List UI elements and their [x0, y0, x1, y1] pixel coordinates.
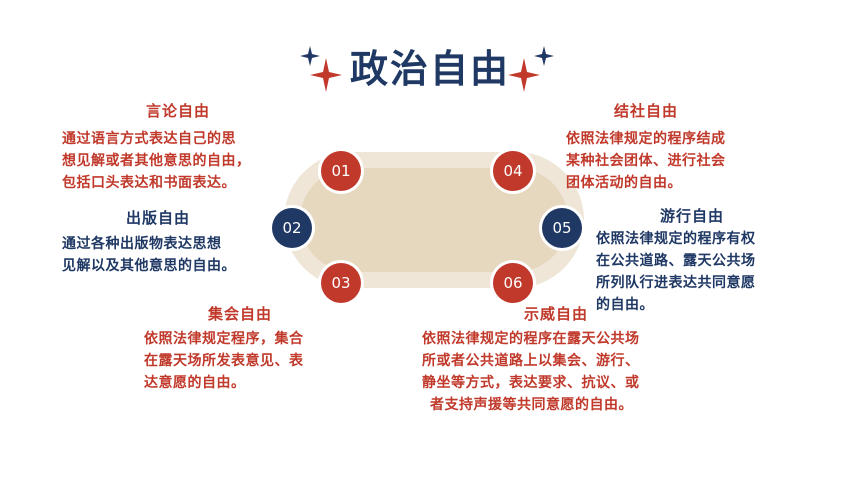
desc-association: 依照法律规定的程序结成 某种社会团体、进行社会 团体活动的自由。	[566, 128, 776, 194]
desc-line: 见解以及其他意思的自由。	[62, 258, 236, 274]
desc-line: 所列队行进表达共同意愿	[596, 275, 756, 291]
desc-line: 依照法律规定的程序在露天公共场	[422, 331, 640, 347]
node-01: 01	[321, 151, 361, 191]
page-title: 政治自由	[349, 47, 510, 91]
desc-line: 所或者公共道路上以集会、游行、	[422, 353, 640, 369]
desc-line: 者支持声援等共同意愿的自由。	[430, 397, 633, 413]
desc-line: 在公共道路、露天公共场	[596, 253, 756, 269]
desc-line: 通过各种出版物表达思想	[62, 236, 222, 252]
label-procession: 游行自由	[660, 207, 725, 225]
desc-line: 包括口头表达和书面表达。	[62, 175, 236, 191]
desc-line: 的自由。	[596, 297, 654, 313]
node-04: 04	[493, 151, 533, 191]
desc-line: 某种社会团体、进行社会	[566, 153, 726, 169]
node-05: 05	[542, 208, 582, 248]
desc-line: 想见解或者其他意思的自由，	[62, 153, 251, 169]
desc-line: 团体活动的自由。	[566, 175, 682, 191]
desc-procession: 依照法律规定的程序有权 在公共道路、露天公共场 所列队行进表达共同意愿 的自由。	[596, 228, 806, 316]
desc-demonstration: 依照法律规定的程序在露天公共场 所或者公共道路上以集会、游行、 静坐等方式，表达…	[422, 328, 712, 416]
label-assembly: 集会自由	[208, 305, 273, 323]
sparkle-icon-left	[300, 46, 342, 92]
sparkle-icon-right	[508, 46, 554, 92]
desc-line: 在露天场所发表意见、表	[144, 353, 304, 369]
label-demonstration: 示威自由	[524, 305, 589, 323]
label-association: 结社自由	[614, 102, 679, 120]
desc-line: 依照法律规定程序，集合	[144, 331, 304, 347]
desc-line: 静坐等方式，表达要求、抗议、或	[422, 375, 640, 391]
node-06: 06	[493, 263, 533, 303]
desc-line: 达意愿的自由。	[144, 375, 246, 391]
desc-speech: 通过语言方式表达自己的思 想见解或者其他意思的自由， 包括口头表达和书面表达。	[62, 128, 292, 194]
desc-line: 依照法律规定的程序有权	[596, 231, 756, 247]
node-02: 02	[272, 208, 312, 248]
node-03: 03	[321, 263, 361, 303]
desc-line: 通过语言方式表达自己的思	[62, 131, 236, 147]
label-press: 出版自由	[126, 209, 191, 227]
desc-line: 依照法律规定的程序结成	[566, 131, 726, 147]
label-speech: 言论自由	[146, 102, 211, 120]
desc-press: 通过各种出版物表达思想 见解以及其他意思的自由。	[62, 233, 272, 277]
desc-assembly: 依照法律规定程序，集合 在露天场所发表意见、表 达意愿的自由。	[144, 328, 354, 394]
